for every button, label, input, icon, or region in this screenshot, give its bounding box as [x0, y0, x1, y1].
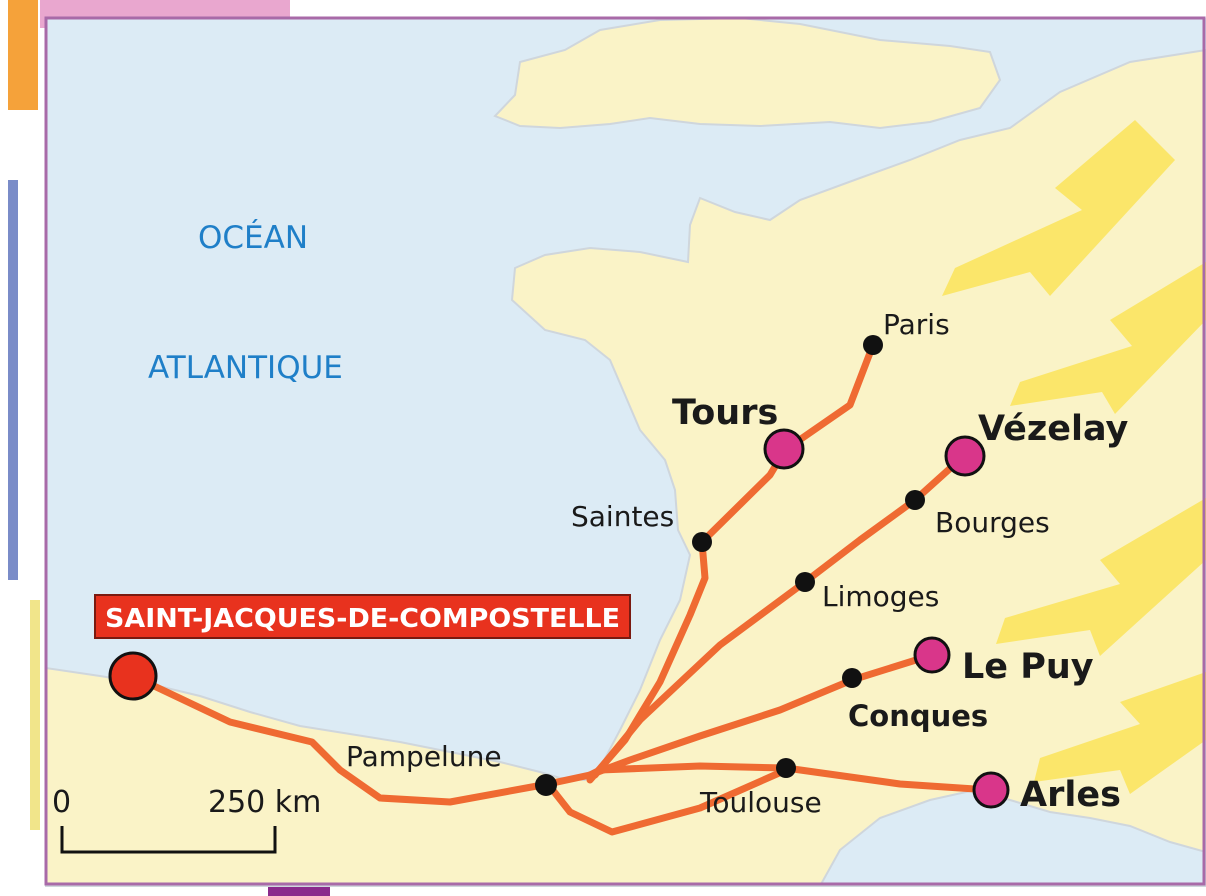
stage-label-limoges: Limoges [822, 580, 939, 613]
ocean-label-line2: ATLANTIQUE [148, 350, 343, 386]
route-arles-toulouse [586, 762, 994, 794]
departure-label-lepuy: Le Puy [962, 647, 1094, 687]
departure-label-vezelay: Vézelay [978, 409, 1129, 449]
scale-label-zero: 0 [52, 785, 71, 820]
stage-label-bourges: Bourges [935, 506, 1050, 539]
stage-label-paris: Paris [883, 308, 950, 341]
sea-mediterranean [818, 788, 1206, 887]
ocean-label-line1: OCÉAN [198, 220, 308, 256]
stage-dot-toulouse [776, 758, 796, 778]
scale-bar-line [60, 826, 277, 854]
page-edge-tab-blue [8, 180, 18, 580]
stage-dot-paris [863, 335, 883, 355]
route-pampelune-compostelle [129, 672, 594, 806]
route-paris-tours-saintes [586, 341, 877, 784]
stage-label-pampelune: Pampelune [346, 740, 502, 773]
destination-label-box [94, 594, 631, 639]
departure-label-tours: Tours [672, 393, 778, 433]
departure-marker-lepuy [913, 636, 951, 674]
arrow-north [942, 120, 1175, 296]
map-frame [44, 16, 1206, 886]
departure-marker-arles [972, 771, 1010, 809]
stage-dot-limoges [795, 572, 815, 592]
departure-label-arles: Arles [1020, 775, 1121, 815]
stage-dot-bourges [905, 490, 925, 510]
stage-dot-pampelune [535, 774, 557, 796]
stage-dot-saintes [692, 532, 712, 552]
arrow-east [996, 498, 1206, 656]
stage-label-saintes: Saintes [571, 500, 674, 533]
departure-marker-vezelay [944, 435, 986, 477]
page-edge-tab-orange [8, 0, 38, 110]
route-lepuy-conques [586, 651, 936, 779]
stage-label-toulouse: Toulouse [699, 786, 822, 819]
departure-marker-tours [763, 428, 805, 470]
arrow-north-east [1010, 262, 1206, 414]
arrow-south-east [1034, 672, 1206, 794]
scale-bar: 0 250 km [52, 785, 321, 854]
stage-label-conques: Conques [848, 699, 988, 733]
land-france [45, 48, 1206, 887]
scale-label-distance: 250 km [208, 785, 321, 820]
route-toulouse-loop [544, 766, 790, 836]
page-edge-tab-yellow [30, 600, 40, 830]
stage-dot-conques [842, 668, 862, 688]
destination-marker [108, 651, 158, 701]
destination-label: SAINT-JACQUES-DE-COMPOSTELLE [105, 604, 620, 634]
